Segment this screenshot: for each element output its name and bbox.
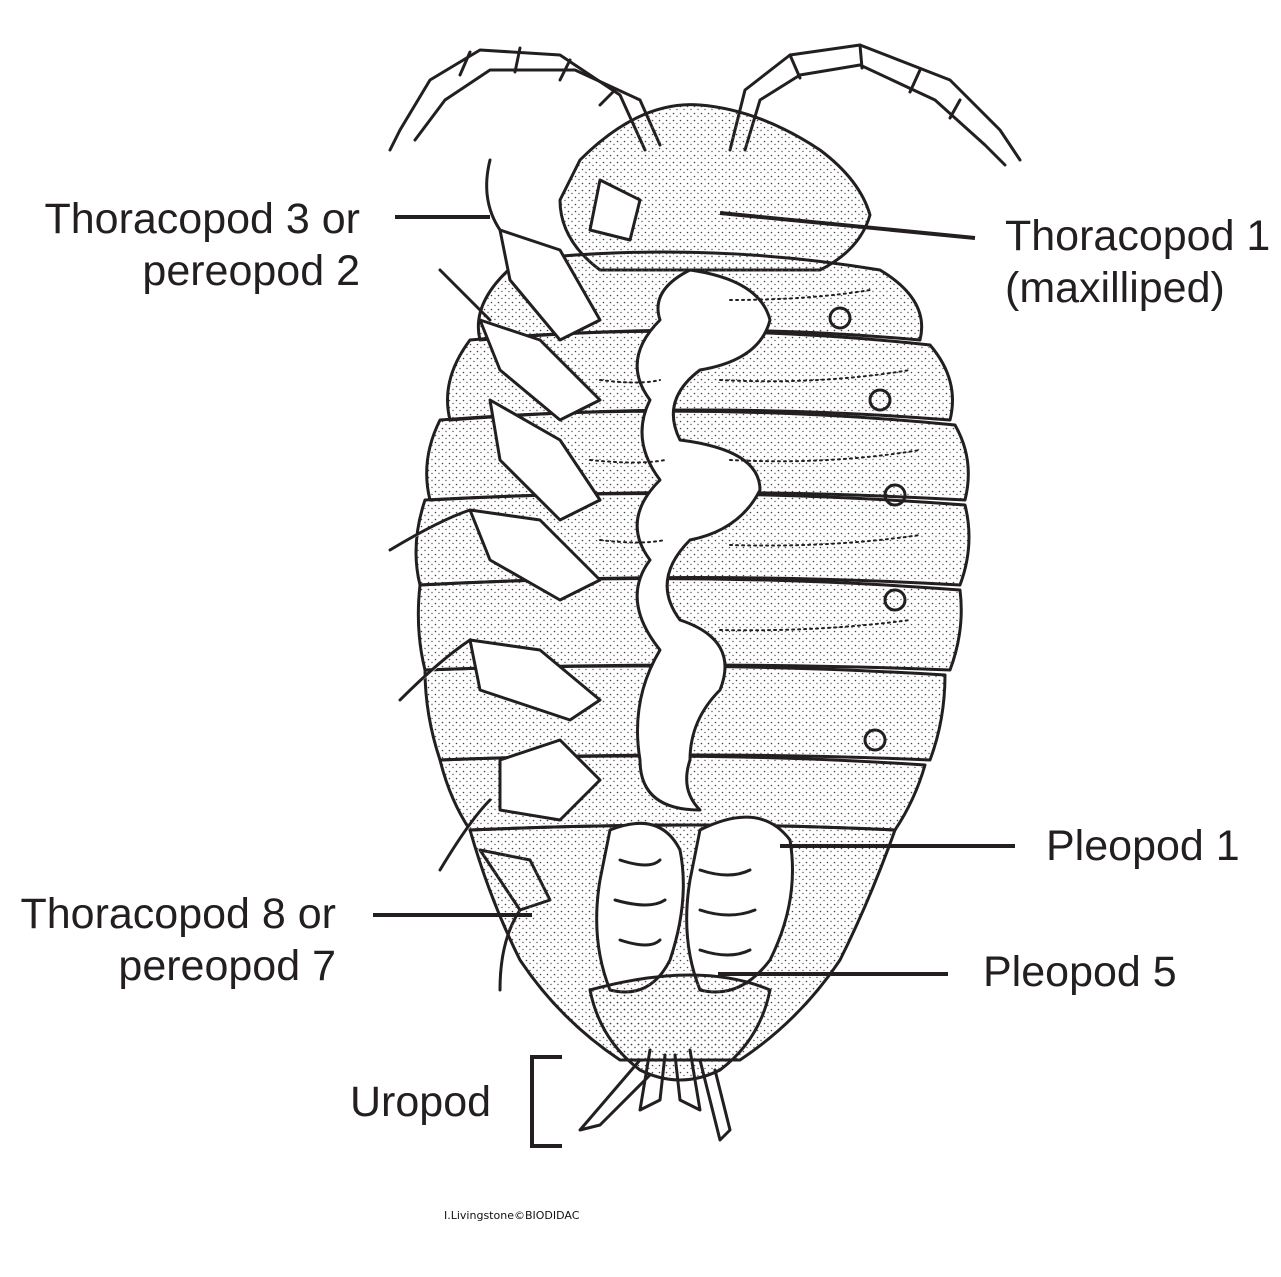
right-antenna — [728, 43, 1022, 167]
label-thoracopod1-line2: (maxilliped) — [1005, 264, 1225, 312]
label-thoracopod8-line1: Thoracopod 8 or — [20, 890, 336, 938]
telson — [588, 973, 772, 1082]
label-thoracopod3-line2: pereopod 2 — [142, 247, 360, 295]
uropod-bracket — [530, 1055, 562, 1148]
label-thoracopod3-line1: Thoracopod 3 or — [44, 195, 360, 243]
leader-thoracopod1 — [719, 211, 976, 240]
pleopods — [595, 815, 794, 994]
label-thoracopod8-line2: pereopod 7 — [118, 942, 336, 990]
label-uropod: Uropod — [350, 1078, 492, 1126]
uropods — [578, 1048, 732, 1142]
ridge-lines — [589, 289, 921, 632]
credit-text: I.Livingstone©BIODIDAC — [444, 1209, 580, 1222]
left-antenna — [388, 46, 662, 152]
label-thoracopod1-line1: Thoracopod 1 — [1005, 212, 1271, 260]
sternites — [635, 268, 772, 812]
right-stubs — [828, 306, 907, 752]
label-thoracopod3: Thoracopod 3 or pereopod 2 — [20, 193, 360, 297]
label-thoracopod8: Thoracopod 8 or pereopod 7 — [0, 888, 336, 992]
label-pleopod5: Pleopod 5 — [983, 948, 1177, 996]
label-pleopod1: Pleopod 1 — [1046, 822, 1240, 870]
label-thoracopod1: Thoracopod 1 (maxilliped) — [1005, 210, 1270, 314]
